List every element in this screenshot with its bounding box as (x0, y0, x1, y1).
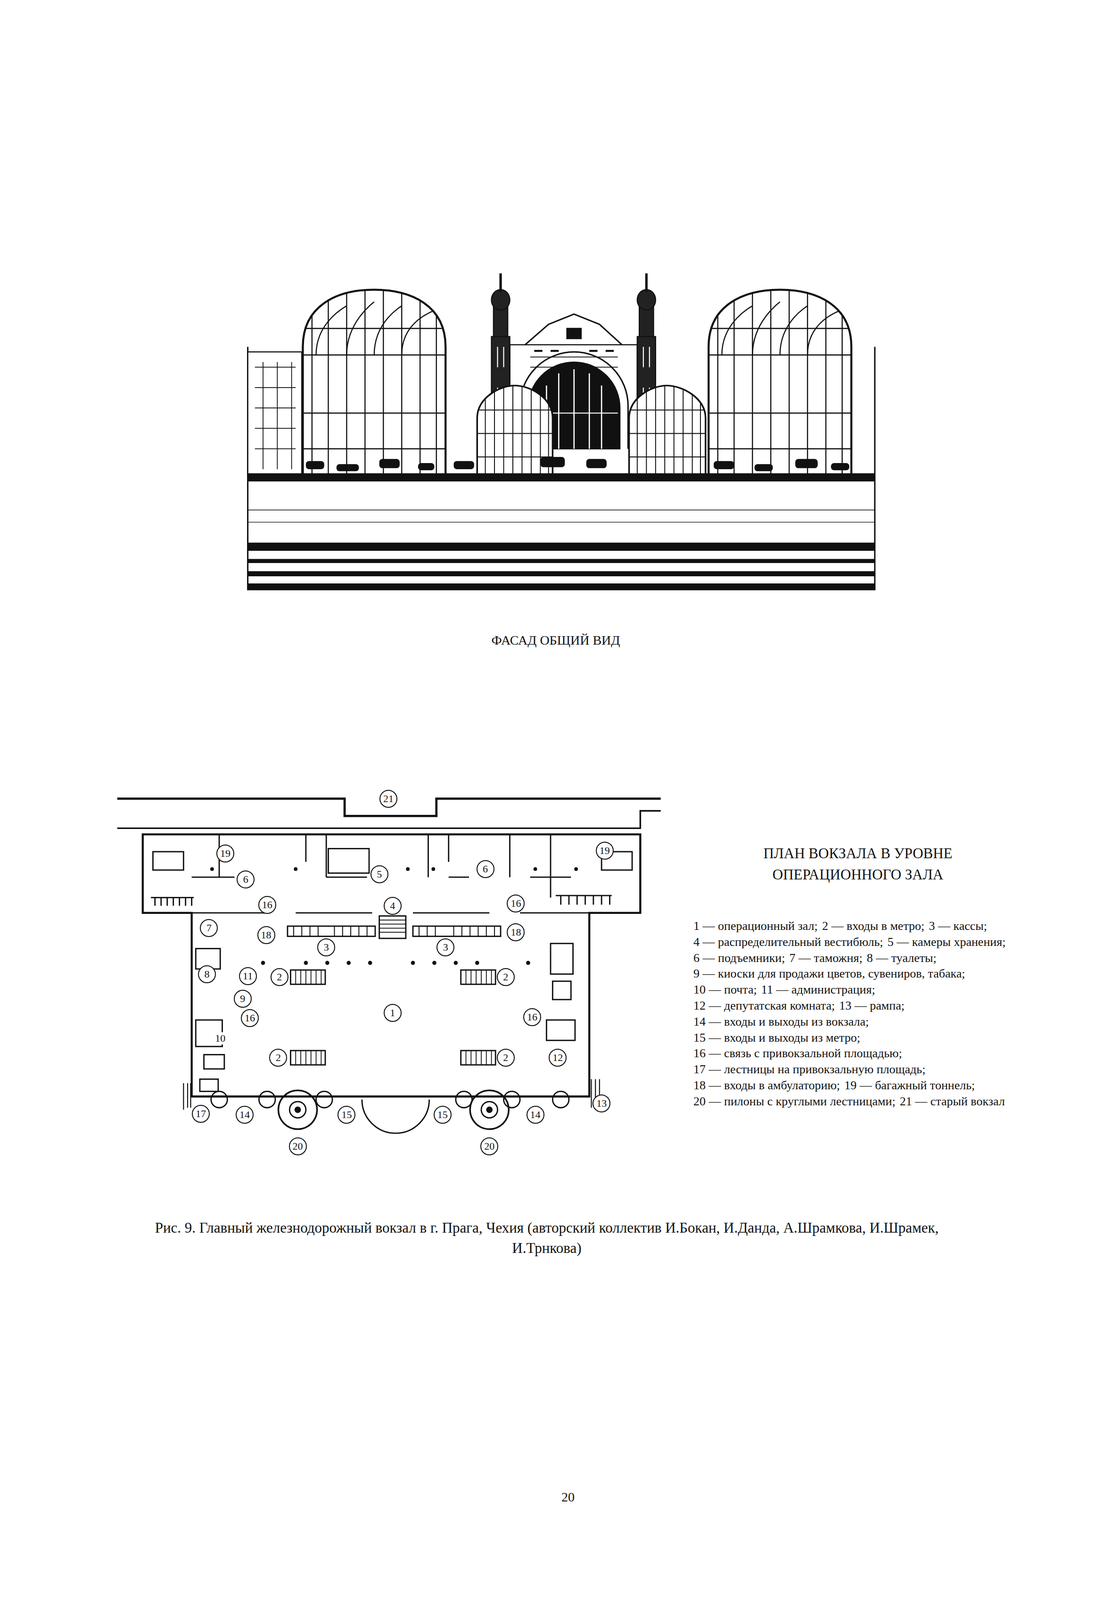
legend-item: 3 — кассы; (928, 917, 988, 934)
legend-item: 4 — распределительный вестибюль; (693, 933, 884, 950)
plan-title: ПЛАН ВОКЗАЛА В УРОВНЕ ОПЕРАЦИОННОГО ЗАЛА (714, 842, 1002, 886)
page-number: 20 (561, 1489, 575, 1505)
callout-number: 15 (337, 1105, 356, 1124)
callout-number: 7 (199, 918, 218, 937)
callout-text: 12 (552, 1052, 563, 1063)
callout-number: 2 (496, 1048, 515, 1067)
callout-number: 9 (233, 989, 252, 1008)
callout-text: 14 (239, 1109, 250, 1120)
callout-number: 6 (476, 859, 495, 878)
callout-number: 14 (526, 1105, 545, 1124)
callout-number: 16 (506, 894, 525, 913)
figure-caption: Рис. 9. Главный железнодорожный вокзал в… (141, 1217, 953, 1259)
callout-number: 10 (214, 1031, 226, 1045)
callout-number: 6 (236, 870, 255, 889)
callout-text: 16 (244, 1012, 256, 1023)
callout-number: 20 (288, 1136, 307, 1155)
callout-number: 2 (269, 1048, 288, 1067)
callout-number: 18 (257, 925, 276, 944)
callout-text: 1 (389, 1007, 396, 1018)
legend-item: 16 — связь с привокзальной площадью; (693, 1045, 903, 1062)
station-plan (117, 798, 661, 1133)
callout-text: 16 (526, 1011, 538, 1022)
legend-item: 20 — пилоны с круглыми лестницами; (693, 1093, 896, 1110)
callout-text: 3 (443, 941, 449, 953)
callout-text: 15 (341, 1109, 352, 1120)
callout-text: 18 (510, 926, 521, 938)
callout-number: 19 (216, 844, 235, 863)
callout-text: 15 (437, 1109, 448, 1120)
legend-item: 17 — лестницы на привокзальную площадь; (693, 1061, 926, 1078)
callout-number: 14 (235, 1105, 254, 1124)
callout-text: 2 (502, 1052, 509, 1063)
callout-text: 18 (261, 929, 272, 940)
legend-list: 1 — операционный зал;2 — входы в метро;3… (693, 917, 1019, 1110)
callout-text: 6 (243, 873, 249, 885)
callout-text: 5 (376, 868, 382, 880)
legend-item: 15 — входы и выходы из метро; (693, 1029, 861, 1046)
callout-number: 20 (480, 1136, 499, 1155)
legend-item: 5 — камеры хранения; (887, 933, 1006, 950)
callout-number: 18 (506, 922, 525, 941)
facade-drawing (247, 273, 875, 590)
callout-number: 16 (258, 895, 277, 914)
callout-number: 4 (383, 896, 402, 915)
legend-item: 21 — старый вокзал (899, 1093, 1005, 1110)
legend-item: 13 — рампа; (839, 997, 905, 1014)
callout-number: 21 (379, 789, 398, 808)
legend-item: 7 — таможня; (789, 949, 863, 966)
callout-text: 7 (206, 922, 212, 933)
legend-item: 11 — администрация; (761, 981, 876, 998)
legend-item: 9 — киоски для продажи цветов, сувениров… (693, 965, 966, 982)
callout-number: 1 (383, 1003, 402, 1022)
legend-item: 2 — входы в метро; (822, 917, 925, 934)
callout-number: 13 (592, 1094, 611, 1112)
callout-number: 12 (548, 1048, 567, 1067)
callout-text: 4 (389, 900, 396, 911)
callout-text: 16 (510, 897, 521, 909)
callout-number: 2 (496, 967, 515, 986)
callout-number: 3 (436, 938, 455, 956)
legend-item: 10 — почта; (693, 981, 758, 998)
callout-number: 16 (240, 1008, 259, 1027)
callout-number: 11 (238, 966, 257, 985)
callout-text: 16 (262, 899, 273, 910)
callout-number: 15 (433, 1105, 452, 1124)
callout-text: 19 (599, 845, 610, 856)
callout-number: 3 (317, 938, 336, 956)
callout-text: 20 (292, 1140, 304, 1152)
callout-text: 11 (242, 970, 253, 981)
legend-item: 1 — операционный зал; (693, 917, 818, 934)
callout-number: 5 (370, 864, 389, 883)
legend-item: 19 — багажный тоннель; (844, 1077, 975, 1094)
callout-text: 2 (275, 1052, 281, 1063)
legend-item: 8 — туалеты; (866, 949, 937, 966)
callout-text: 19 (220, 848, 231, 859)
callout-text: 13 (596, 1097, 607, 1109)
legend-item: 12 — депутатская комната; (693, 997, 835, 1014)
callout-text: 3 (323, 941, 330, 953)
callout-text: 21 (383, 793, 394, 804)
callout-number: 16 (523, 1007, 542, 1026)
callout-text: 9 (239, 993, 246, 1004)
callout-text: 20 (484, 1140, 495, 1152)
callout-number: 2 (270, 967, 289, 986)
callout-text: 17 (195, 1108, 206, 1119)
callout-number: 19 (595, 841, 614, 860)
callout-text: 8 (204, 968, 210, 980)
callout-number: 8 (197, 964, 216, 983)
callout-number: 17 (191, 1104, 210, 1123)
figure-caption: ФАСАД ОБЩИЙ ВИД (491, 632, 621, 648)
callout-text: 2 (276, 971, 282, 982)
legend-item: 18 — входы в амбулаторию; (693, 1077, 840, 1094)
callout-text: 2 (502, 971, 509, 982)
callout-text: 6 (482, 863, 488, 874)
legend-item: 6 — подъемники; (693, 949, 785, 966)
legend-item: 14 — входы и выходы из вокзала; (693, 1013, 869, 1030)
callout-text: 14 (530, 1109, 541, 1120)
